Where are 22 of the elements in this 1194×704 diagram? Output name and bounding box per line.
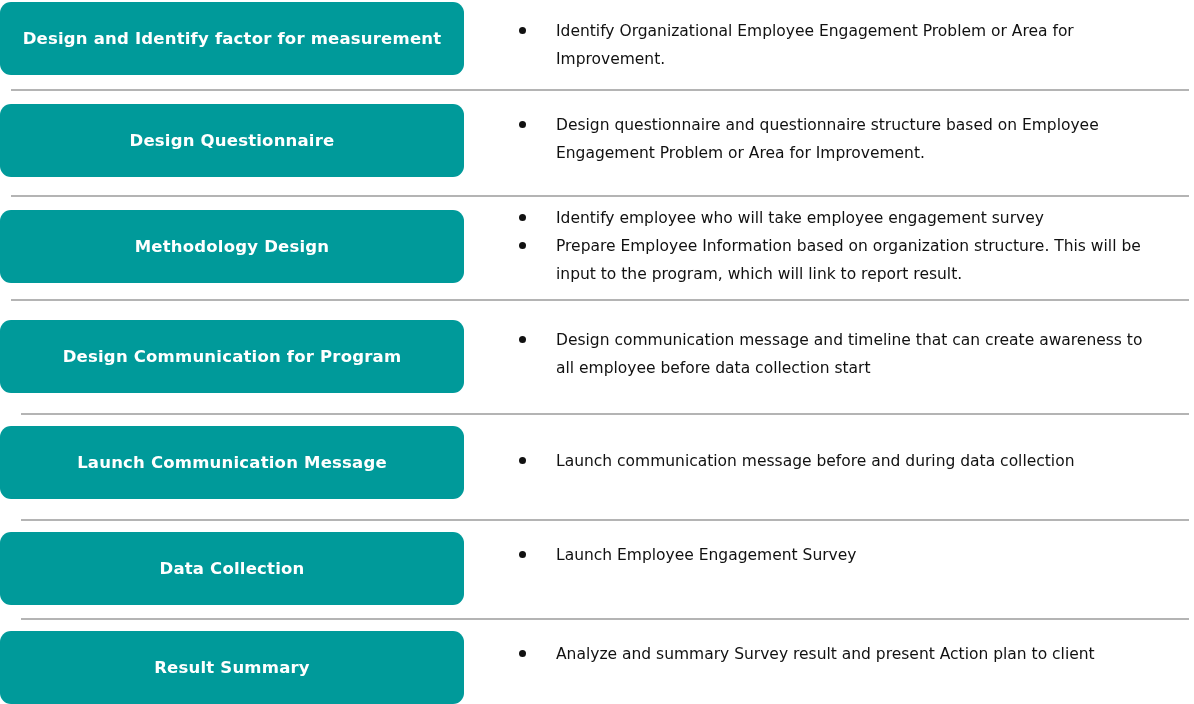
bullet-text: Design questionnaire and questionnaire structure based on Employee Engagement Problem or Area for Improvement. — [556, 116, 1099, 162]
step-label: Launch Communication Message — [77, 453, 387, 472]
bullet-text: Launch Employee Engagement Survey — [556, 546, 857, 564]
bullet-text: Analyze and summary Survey result and present Action plan to client — [556, 645, 1095, 663]
step-label: Design Questionnaire — [129, 131, 335, 150]
step-label: Design Communication for Program — [62, 347, 402, 366]
step-label: Data Collection — [159, 559, 305, 578]
step-box — [0, 320, 464, 393]
bullet-text: Identify Organizational Employee Engagement Problem or Area for Improvement. — [556, 22, 1074, 68]
step-box — [0, 426, 464, 499]
step-box — [0, 210, 464, 283]
bullet-text: Design communication message and timeline that can create awareness to all employee before data collection start — [556, 331, 1143, 377]
step-box — [0, 104, 464, 177]
step-label: Design and Identify factor for measurement — [22, 29, 442, 48]
step-label: Result Summary — [154, 658, 310, 677]
step-box — [0, 532, 464, 605]
bullet-text: Prepare Employee Information based on organization structure. This will be input to the program, which will link to report result. — [556, 237, 1141, 283]
step-box — [0, 2, 464, 75]
bullet-text: Identify employee who will take employee engagement survey — [556, 209, 1044, 227]
step-label: Methodology Design — [134, 237, 330, 256]
step-box — [0, 631, 464, 704]
bullet-text: Launch communication message before and during data collection — [556, 452, 1075, 470]
